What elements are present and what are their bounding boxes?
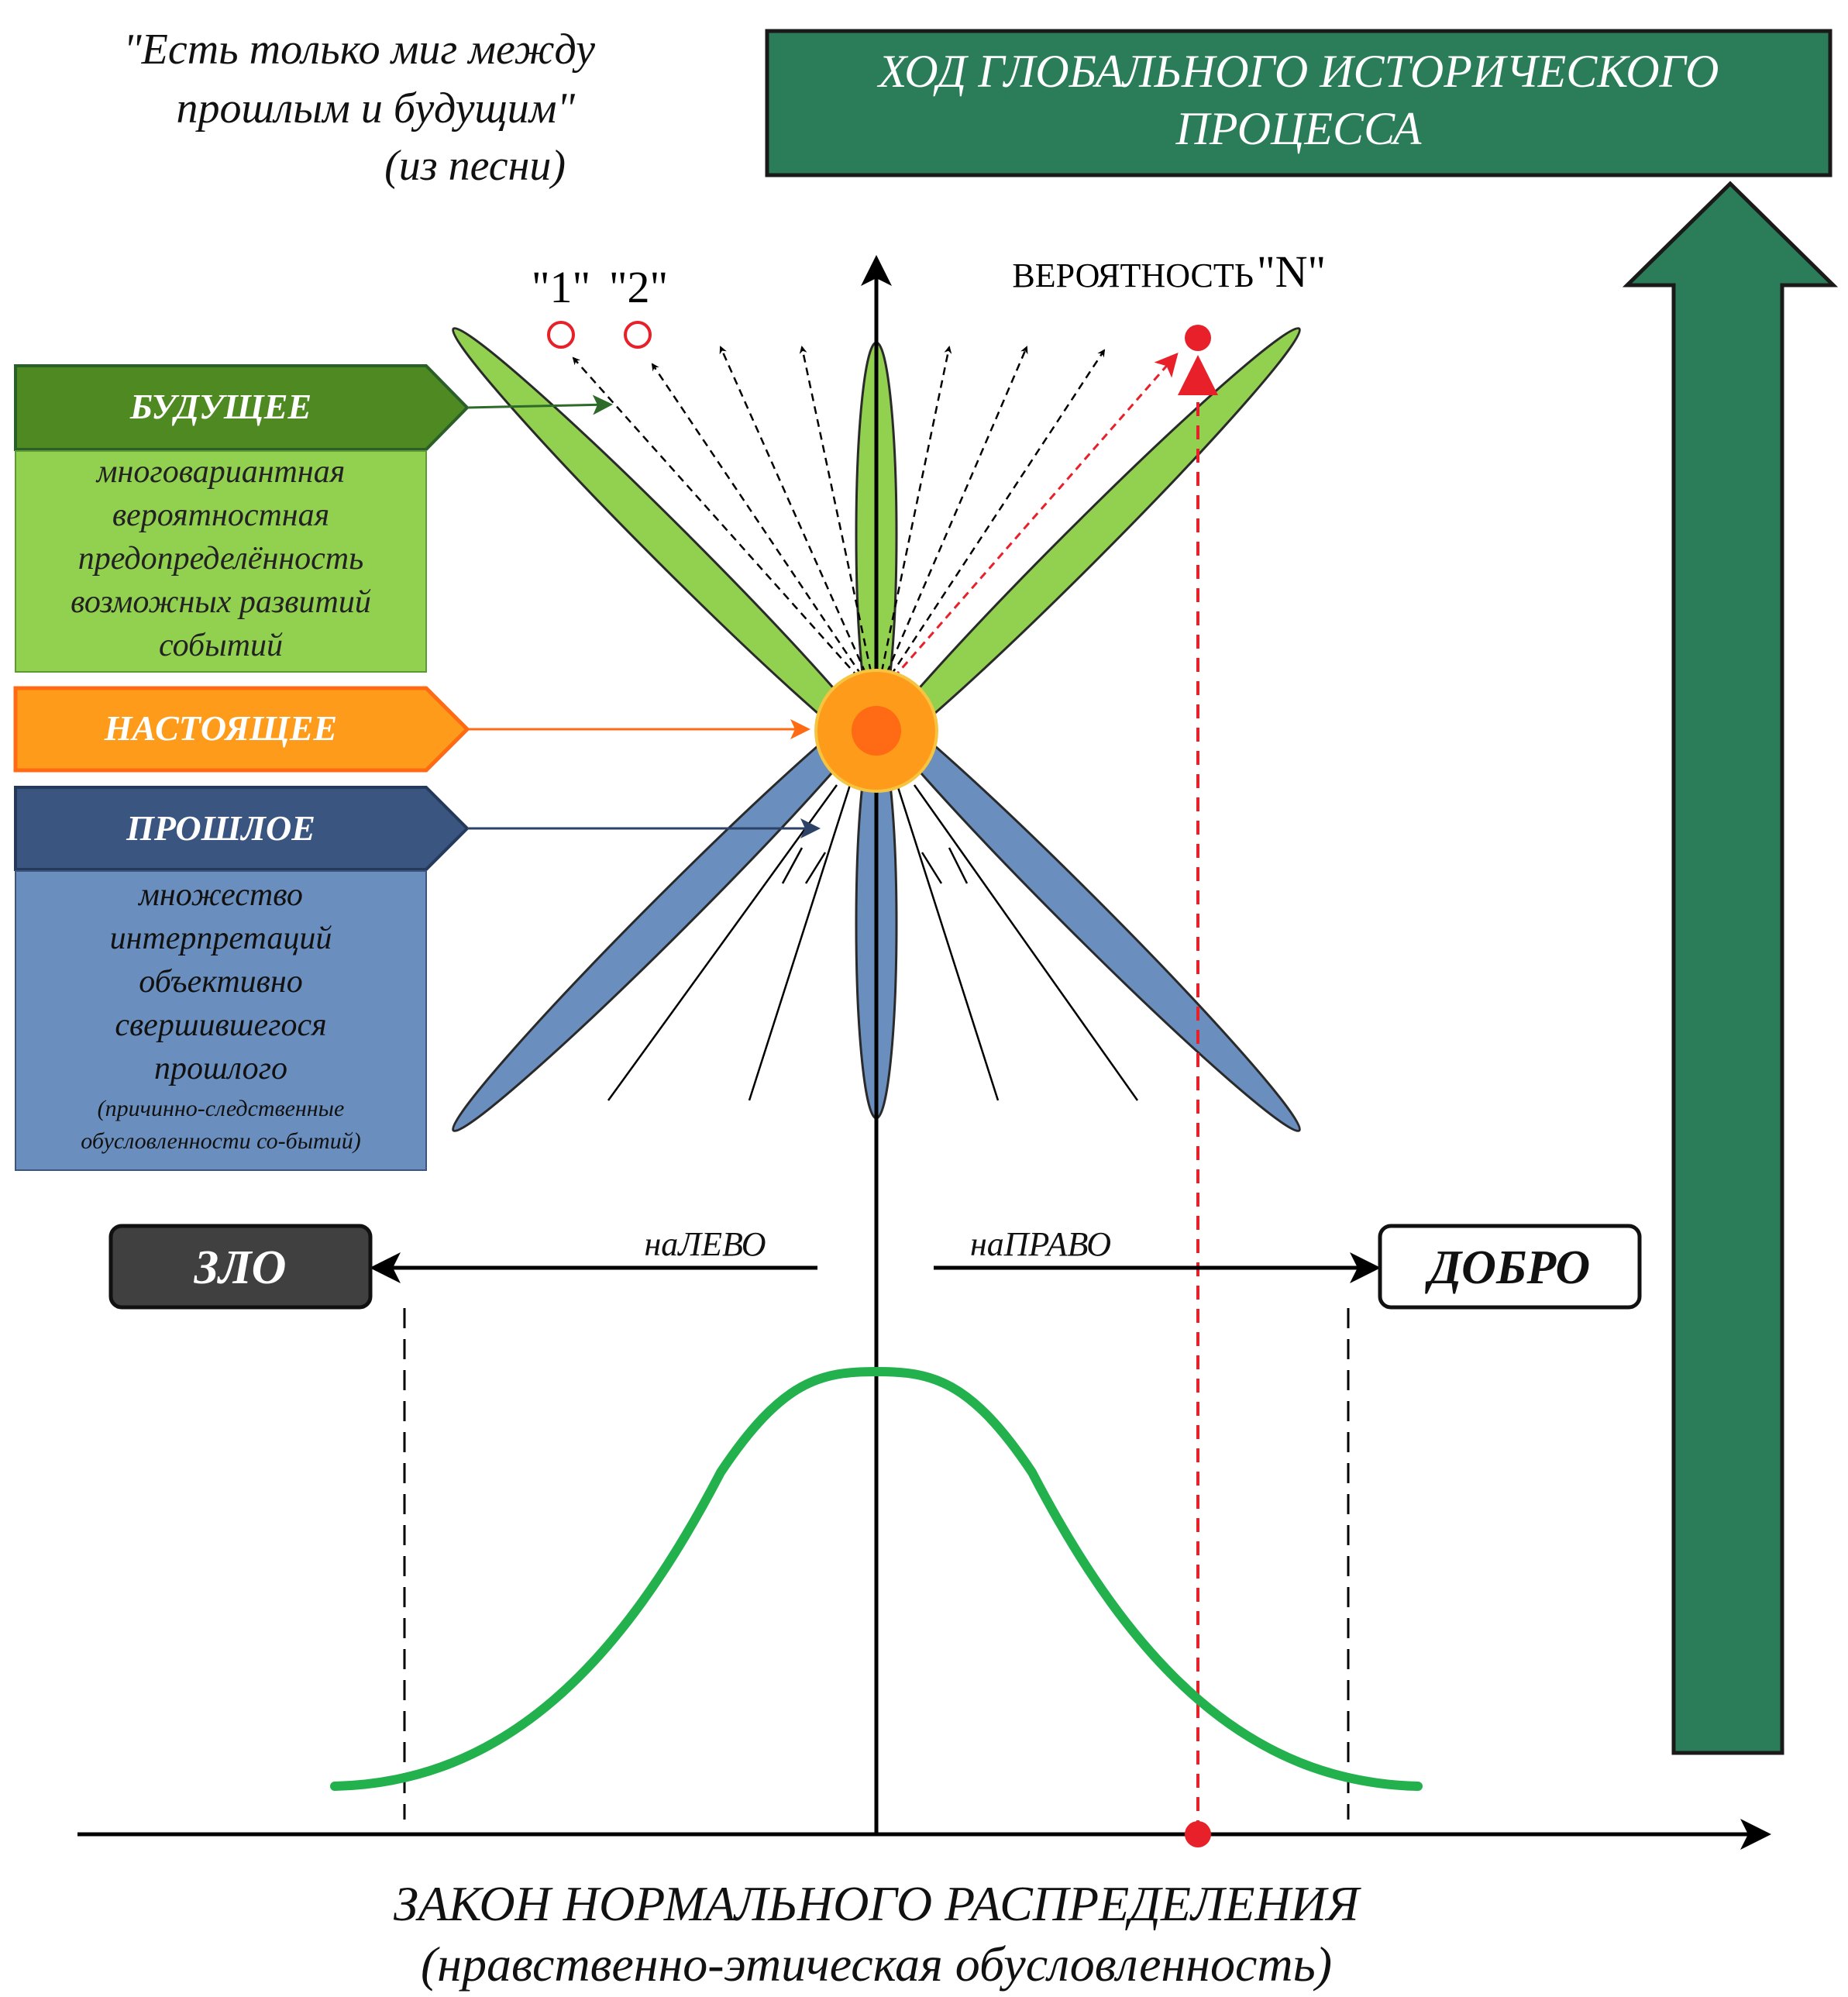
future-label: БУДУЩЕЕ многовариантная вероятностная пр… — [14, 364, 470, 673]
causal-line — [748, 784, 852, 1101]
past-note-line: обусловленности со-бытий) — [81, 1128, 360, 1154]
evil-box — [108, 1224, 373, 1310]
quote-line-2: прошлым и будущим" — [177, 84, 576, 133]
probability-ray — [719, 346, 878, 698]
future-desc-line: возможных развитий — [71, 584, 371, 620]
probability-n-marker — [1185, 325, 1211, 351]
present-title: НАСТОЯЩЕЕ — [104, 708, 337, 748]
past-note-line: (причинно-следственные — [98, 1096, 345, 1121]
probability-1-marker — [547, 321, 575, 349]
probability-2-marker — [624, 321, 652, 349]
probability-ray — [651, 363, 878, 698]
future-header-box — [14, 364, 470, 451]
probability-n-label: "N" — [1257, 246, 1326, 297]
past-title: ПРОШЛОЕ — [126, 808, 315, 848]
process-up-arrow — [1622, 181, 1839, 1755]
causal-line — [896, 784, 1000, 1101]
banner-box — [765, 29, 1833, 177]
future-desc-line: вероятностная — [112, 498, 329, 533]
evil-label: ЗЛО — [194, 1241, 287, 1294]
past-desc-box — [15, 870, 427, 1171]
probability-ray — [875, 349, 1106, 698]
causal-line — [913, 784, 1139, 1101]
probability-ray — [572, 356, 877, 698]
probability-ray-n — [875, 352, 1179, 698]
moral-axis: наЛЕВО наПРАВО ЗЛО ДОБРО — [108, 1224, 1642, 1310]
footer-title: ЗАКОН НОРМАЛЬНОГО РАСПРЕДЕЛЕНИЯ — [394, 1876, 1361, 1931]
past-desc-line: прошлого — [154, 1051, 287, 1086]
past-label: ПРОШЛОЕ множество интерпретаций объектив… — [14, 786, 470, 1171]
normal-distribution-curve — [330, 1366, 1423, 1791]
future-desc-line: многовариантная — [95, 454, 346, 490]
probability-rays — [572, 346, 1106, 698]
probability-2-label: "2" — [609, 262, 668, 312]
causal-line — [607, 784, 838, 1101]
present-label: НАСТОЯЩЕЕ — [13, 686, 470, 773]
probability-ray — [799, 346, 878, 698]
future-desc-line: предопределённость — [78, 541, 364, 577]
past-desc-line: свершившегося — [115, 1007, 326, 1043]
song-quote: "Есть только миг между прошлым и будущим… — [123, 26, 595, 190]
past-desc-line: интерпретаций — [110, 921, 332, 956]
probability-ray — [875, 346, 1028, 698]
causal-branch — [948, 847, 969, 884]
footer-subtitle: (нравственно-этическая обусловленность) — [421, 1937, 1332, 1992]
probability-1-label: "1" — [532, 262, 590, 312]
present-core — [852, 706, 901, 756]
right-label: наПРАВО — [970, 1225, 1111, 1263]
good-label: ДОБРО — [1425, 1241, 1590, 1294]
causal-branch — [804, 852, 827, 884]
probability-n-prefix: ВЕРОЯТНОСТЬ — [1012, 257, 1254, 294]
present-header-box — [13, 686, 470, 773]
probability-n-axis-point — [1185, 1821, 1211, 1847]
causal-branch — [921, 852, 943, 884]
global-process-banner: ХОД ГЛОБАЛЬНОГО ИСТОРИЧЕСКОГО ПРОЦЕССА — [765, 29, 1833, 177]
probability-n-arrowhead — [1178, 355, 1218, 395]
past-header-box — [14, 786, 470, 871]
banner-line-2: ПРОЦЕССА — [1175, 103, 1422, 154]
future-desc-box — [15, 450, 427, 673]
probability-ray — [875, 346, 952, 698]
banner-line-1: ХОД ГЛОБАЛЬНОГО ИСТОРИЧЕСКОГО — [877, 46, 1719, 97]
causal-lines — [607, 784, 1139, 1101]
quote-line-3: (из песни) — [384, 142, 566, 190]
left-label: наЛЕВО — [644, 1225, 766, 1263]
quote-line-1: "Есть только миг между — [123, 26, 595, 74]
time-petals — [452, 327, 1301, 1132]
future-title: БУДУЩЕЕ — [129, 387, 311, 426]
probability-markers: "1" "2" ВЕРОЯТНОСТЬ "N" — [532, 246, 1326, 351]
future-desc-line: событий — [159, 628, 283, 663]
future-pointer — [466, 394, 613, 415]
causal-branch — [781, 847, 804, 884]
past-desc-line: объективно — [139, 964, 302, 1000]
past-desc-line: множество — [137, 877, 303, 913]
good-box — [1378, 1224, 1642, 1310]
